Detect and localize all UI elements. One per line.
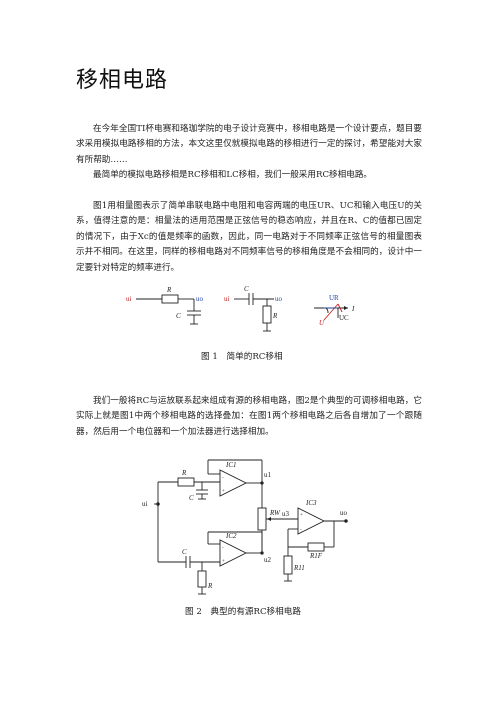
fig2-label-u1: u1 xyxy=(264,471,272,479)
figure-1-caption-text: 简单的RC移相 xyxy=(226,352,283,362)
fig2-label-uo: uo xyxy=(340,509,348,517)
svg-text:+: + xyxy=(222,489,225,494)
figure-1-diagram: ui uo R C ui uo C R UR UC I U xyxy=(126,285,355,332)
fig2-label-ic3: IC3 xyxy=(305,499,317,507)
figure-1-caption: 图 1 简单的RC移相 xyxy=(201,350,283,362)
fig1-label-ui: ui xyxy=(126,295,132,303)
figure-1-caption-label: 图 1 xyxy=(201,352,218,362)
fig2-label-ui: ui xyxy=(142,500,148,508)
fig2-label-ic1: IC1 xyxy=(225,461,237,469)
fig2-label-r1f: R1F xyxy=(309,552,323,560)
fig1-label-ui-b: ui xyxy=(224,295,230,303)
svg-text:-: - xyxy=(222,546,224,551)
figure-2-diagram: - + - + + - ui R C IC1 u1 C R IC2 u2 RW … xyxy=(142,459,348,595)
figure-2-caption: 图 2 典型的有源RC移相电路 xyxy=(185,605,301,617)
fig1-label-c-a: C xyxy=(176,312,181,320)
svg-text:+: + xyxy=(222,559,225,564)
fig2-label-c-bot: C xyxy=(182,548,187,556)
svg-text:-: - xyxy=(300,528,302,533)
fig1-label-r-b: R xyxy=(272,312,278,320)
fig2-label-ic2: IC2 xyxy=(225,532,237,540)
fig2-label-u3: u3 xyxy=(282,510,290,518)
paragraph-fig1-desc: 图1用相量图表示了简单串联电路中电阻和电容两端的电压UR、UC和输入电压U的关系… xyxy=(76,201,422,273)
fig1-label-uc: UC xyxy=(339,314,349,322)
page-title: 移相电路 xyxy=(76,68,169,93)
fig1-label-uo-a: uo xyxy=(196,295,204,303)
svg-text:+: + xyxy=(300,513,303,518)
figure-2-caption-text: 典型的有源RC移相电路 xyxy=(210,607,301,617)
fig2-label-u2: u2 xyxy=(264,556,272,564)
fig2-label-r-top: R xyxy=(181,469,187,477)
fig2-label-c-top: C xyxy=(189,494,194,502)
fig1-label-uo-b: uo xyxy=(275,295,283,303)
fig1-label-c-b: C xyxy=(244,285,249,293)
fig2-label-rw: RW xyxy=(269,509,281,517)
figure-2-caption-label: 图 2 xyxy=(185,607,202,617)
fig1-label-r-a: R xyxy=(166,286,172,294)
fig1-label-u: U xyxy=(319,319,325,327)
fig1-label-ur: UR xyxy=(329,294,339,302)
fig1-resistor-b xyxy=(262,305,272,324)
fig1-resistor-a xyxy=(161,294,179,304)
paragraph-simple: 最简单的模拟电路移相是RC移相和LC移相，我们一般采用RC移相电路。 xyxy=(93,170,373,180)
fig1-label-i: I xyxy=(351,305,355,313)
svg-text:-: - xyxy=(222,476,224,481)
paragraph-intro: 在今年全国TI杯电赛和珞珈学院的电子设计竞赛中，移相电路是一个设计要点，题目要求… xyxy=(76,124,422,165)
fig2-label-r11: R11 xyxy=(293,564,305,572)
fig2-label-r-bot: R xyxy=(207,582,213,590)
paragraph-fig2-desc: 我们一般将RC与运放联系起来组成有源的移相电路，图2是个典型的可调移相电路，它实… xyxy=(76,396,422,437)
